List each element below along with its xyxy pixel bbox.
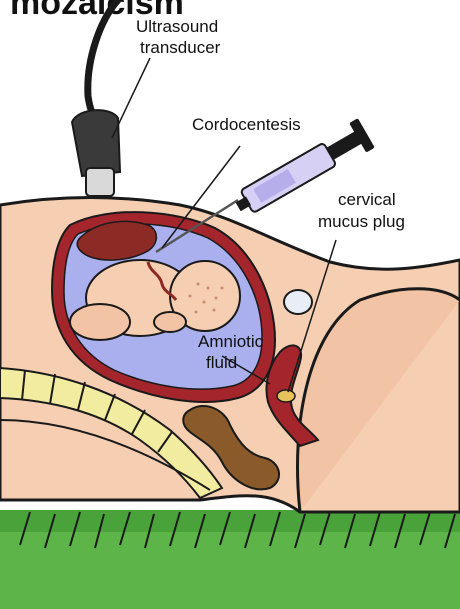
- label-plug-line1: cervical: [338, 190, 396, 209]
- mucus-plug: [277, 390, 295, 402]
- label-cordocentesis: Cordocentesis: [192, 115, 301, 134]
- label-plug-line2: mucus plug: [318, 212, 405, 231]
- ultrasound-transducer: [72, 110, 120, 196]
- fetus-legs: [70, 304, 130, 340]
- label-fluid-line2: fluid: [206, 353, 237, 372]
- bladder: [284, 290, 312, 314]
- fetus-arm: [154, 312, 186, 332]
- label-fluid-line1: Amniotic: [198, 332, 264, 351]
- label-transducer-line1: Ultrasound: [136, 17, 218, 36]
- label-transducer-line2: transducer: [140, 38, 221, 57]
